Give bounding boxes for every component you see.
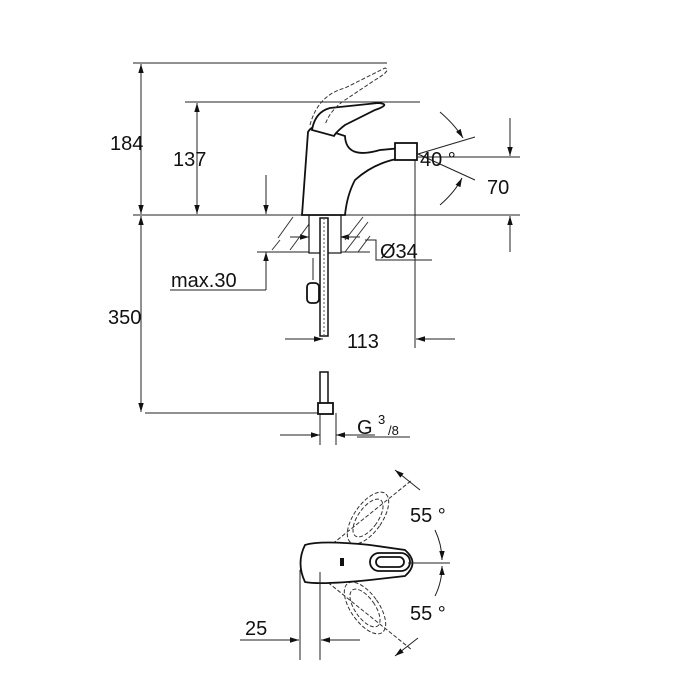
label-spout-to-deck: 70 xyxy=(487,177,509,199)
label-hose-length: 350 xyxy=(108,307,141,329)
top-view-lever xyxy=(240,469,450,660)
label-spray-angle: 40 ° xyxy=(420,149,456,171)
hose xyxy=(306,217,334,415)
label-thread-den: /8 xyxy=(388,423,399,438)
label-spout-height: 137 xyxy=(173,149,206,171)
deck-section xyxy=(260,214,371,254)
dimension-thread xyxy=(280,413,410,445)
label-thread-num: 3 xyxy=(378,412,385,427)
label-lever-angle-right: 55 ° xyxy=(410,603,446,625)
label-hole-diameter: Ø34 xyxy=(380,241,418,263)
label-offset: 25 xyxy=(245,618,267,640)
faucet-body xyxy=(301,67,418,216)
label-spout-reach: 113 xyxy=(347,331,379,353)
label-total-height: 184 xyxy=(110,133,143,155)
label-lever-angle-left: 55 ° xyxy=(410,505,446,527)
label-thread: G xyxy=(357,417,373,439)
spray-angle xyxy=(417,111,476,206)
label-max-thickness: max.30 xyxy=(171,270,237,292)
